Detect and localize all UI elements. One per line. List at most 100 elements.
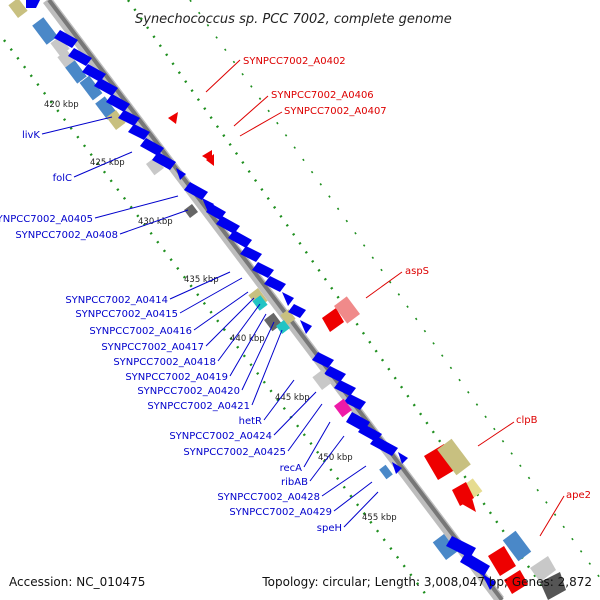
gene-feature xyxy=(202,198,214,212)
gene-label-speH: speH xyxy=(317,523,342,534)
gene-feature xyxy=(140,138,164,156)
gene-feature xyxy=(282,292,294,306)
gene-label-A0407: SYNPCC7002_A0407 xyxy=(284,106,387,117)
label-leader-line xyxy=(309,435,345,482)
gene-feature xyxy=(8,0,28,18)
gene-feature xyxy=(333,296,361,324)
kbp-label: 445 kbp xyxy=(275,393,310,403)
label-leader-line xyxy=(263,379,295,421)
gene-label-folC: folC xyxy=(53,173,72,184)
gene-feature xyxy=(312,352,334,368)
kbp-label: 450 kbp xyxy=(318,453,353,463)
gene-label-A0421: SYNPCC7002_A0421 xyxy=(147,401,250,412)
right-gene-labels xyxy=(205,59,565,537)
gene-label-A0424: SYNPCC7002_A0424 xyxy=(169,431,272,442)
gene-feature xyxy=(344,394,366,410)
gene-label-A0405: SYNPCC7002_A0405 xyxy=(0,214,93,225)
gene-feature xyxy=(530,556,556,582)
gene-label-A0402: SYNPCC7002_A0402 xyxy=(243,56,346,67)
gene-feature xyxy=(152,152,176,170)
label-leader-line xyxy=(179,277,243,314)
kbp-label: 440 kbp xyxy=(230,334,265,344)
gene-feature xyxy=(26,0,40,8)
gene-label-ape2: ape2 xyxy=(566,490,591,501)
gene-feature xyxy=(424,444,458,480)
gene-feature xyxy=(452,482,474,506)
gene-feature xyxy=(502,530,532,562)
label-leader-line xyxy=(343,491,379,528)
label-leader-line xyxy=(321,465,367,497)
gene-feature xyxy=(288,304,306,318)
gene-feature xyxy=(275,319,291,335)
gene-label-A0408: SYNPCC7002_A0408 xyxy=(15,230,118,241)
outer-tick-track xyxy=(127,0,553,600)
label-leader-line xyxy=(239,111,283,137)
genome-backbone xyxy=(47,0,504,600)
label-leader-line xyxy=(273,391,317,436)
kbp-label: 455 kbp xyxy=(362,513,397,523)
gene-feature xyxy=(300,320,312,334)
gene-feature xyxy=(106,94,130,112)
gene-feature xyxy=(184,182,208,200)
gene-label-A0418: SYNPCC7002_A0418 xyxy=(113,357,216,368)
label-leader-line xyxy=(333,481,373,512)
gene-feature xyxy=(228,230,252,248)
gene-feature xyxy=(324,366,346,382)
gene-feature xyxy=(370,436,398,456)
gene-feature xyxy=(183,203,199,219)
gene-label-A0425: SYNPCC7002_A0425 xyxy=(183,447,286,458)
gene-feature xyxy=(240,246,262,262)
label-leader-line xyxy=(41,116,113,135)
gene-feature xyxy=(432,534,458,560)
label-leader-line xyxy=(229,313,267,377)
gene-feature xyxy=(460,552,490,576)
map-title: Synechococcus sp. PCC 7002, complete gen… xyxy=(135,12,452,27)
left-gene-labels xyxy=(41,116,379,528)
gene-feature xyxy=(333,398,353,418)
gene-feature xyxy=(216,216,240,234)
forward-strand-genes xyxy=(168,112,566,600)
gene-feature xyxy=(106,110,126,130)
gene-feature xyxy=(65,60,87,84)
gene-feature xyxy=(488,546,516,576)
gene-feature xyxy=(280,309,296,325)
topology-text: Topology: circular; Length: 3,008,047 bp… xyxy=(261,575,592,589)
gene-feature xyxy=(54,30,78,48)
label-leader-line xyxy=(477,421,515,447)
gene-feature xyxy=(206,154,214,166)
gene-label-A0414: SYNPCC7002_A0414 xyxy=(65,295,168,306)
left-gene-label-text: livK folC SYNPCC7002_A0405 SYNPCC7002_A0… xyxy=(0,130,342,534)
gene-feature xyxy=(264,276,286,292)
gene-feature xyxy=(462,498,476,512)
gene-feature xyxy=(145,156,165,176)
gene-label-hetR: hetR xyxy=(239,416,262,427)
gene-feature xyxy=(50,36,70,56)
label-leader-line xyxy=(169,271,231,300)
gene-label-aspS: aspS xyxy=(405,266,429,277)
label-leader-line xyxy=(303,421,331,468)
gene-label-A0406: SYNPCC7002_A0406 xyxy=(271,90,374,101)
gene-feature xyxy=(312,370,332,390)
gene-label-A0419: SYNPCC7002_A0419 xyxy=(125,372,228,383)
label-leader-line xyxy=(233,95,269,127)
gene-label-recA: recA xyxy=(280,463,303,474)
gene-label-A0429: SYNPCC7002_A0429 xyxy=(229,507,332,518)
accession-text: Accession: NC_010475 xyxy=(9,575,145,589)
gene-feature xyxy=(504,570,528,594)
gene-feature xyxy=(398,452,408,464)
kbp-label: 435 kbp xyxy=(184,275,219,285)
label-leader-line xyxy=(251,329,283,406)
gene-feature xyxy=(252,295,268,311)
label-leader-line xyxy=(217,303,261,362)
label-leader-line xyxy=(287,403,323,452)
reverse-strand-genes xyxy=(8,0,496,590)
gene-label-A0417: SYNPCC7002_A0417 xyxy=(101,342,204,353)
label-leader-line xyxy=(94,195,179,219)
gene-label-clpB: clpB xyxy=(516,415,538,426)
gene-feature xyxy=(392,462,402,474)
label-leader-line xyxy=(539,495,565,537)
gene-feature xyxy=(128,124,150,140)
gene-feature xyxy=(118,110,140,126)
gene-feature xyxy=(206,204,226,220)
gene-feature xyxy=(32,17,58,45)
